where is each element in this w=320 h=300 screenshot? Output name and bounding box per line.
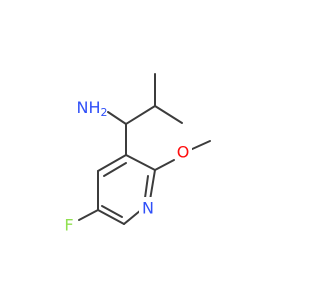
bond-c6-c5-double	[101, 205, 123, 218]
bond-c2-o	[154, 159, 175, 171]
atom-labels: NH2 O N F	[62, 98, 192, 235]
oxygen-atom-label: O	[177, 143, 190, 162]
bond-ca-cb	[125, 105, 156, 125]
bond-n1-c6	[123, 209, 142, 225]
bond-c2-n1	[149, 169, 156, 201]
amine-label: NH2	[77, 98, 108, 120]
bond-ca-n	[107, 111, 127, 125]
bond-c2-n1-double	[144, 175, 149, 199]
bond-c4-c3-double	[103, 162, 127, 177]
bond-c4-c3	[97, 154, 127, 172]
bond-cb-me2	[154, 105, 183, 124]
bond-o-ch3	[189, 140, 211, 151]
fluorine-atom-label: F	[64, 216, 73, 235]
bond-c3-c2	[125, 154, 156, 171]
ring-nitrogen-label: N	[142, 199, 154, 218]
bond-c6-c5	[97, 209, 125, 225]
molecule-structure-diagram: NH2 O N F	[62, 73, 211, 235]
bonds	[78, 73, 211, 225]
bond-c5-f	[78, 209, 99, 221]
